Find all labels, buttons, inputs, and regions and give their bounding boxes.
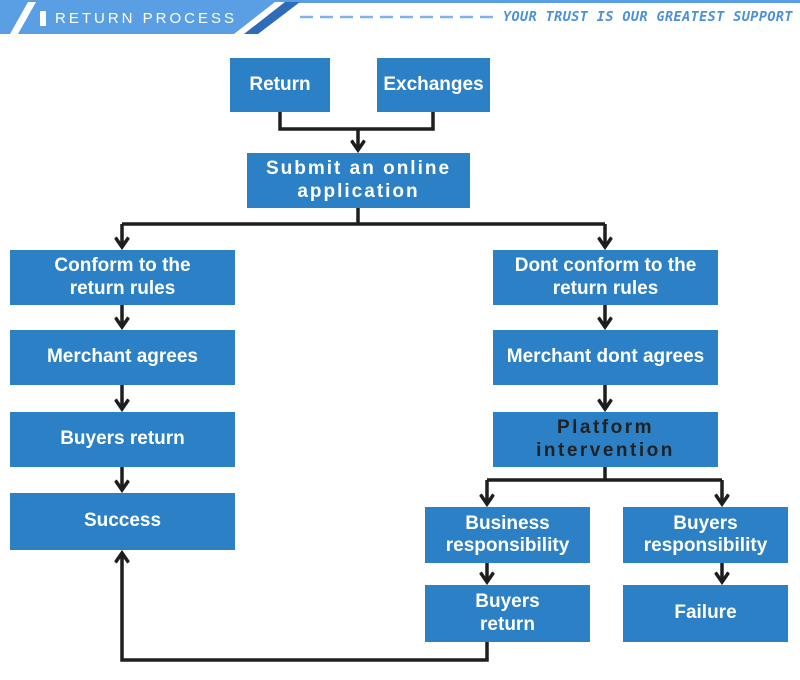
header-banner: [0, 2, 285, 34]
node-dont-conform-rules: Dont conform to the return rules: [493, 250, 718, 305]
node-failure: Failure: [623, 585, 788, 642]
node-return: Return: [230, 58, 330, 112]
node-merchant-dont-agrees: Merchant dont agrees: [493, 330, 718, 385]
node-merchant-agrees: Merchant agrees: [10, 330, 235, 385]
connector-feedback-to-success: [122, 553, 489, 662]
node-submit-application: Submit an online application: [247, 153, 470, 208]
connector-group: [122, 112, 722, 662]
node-buyers-return-2: Buyers return: [425, 585, 590, 642]
node-platform-intervention: Platform intervention: [493, 412, 718, 467]
node-exchanges: Exchanges: [377, 58, 490, 112]
title-bar-icon: [40, 10, 46, 26]
node-buyers-return: Buyers return: [10, 412, 235, 467]
node-conform-rules: Conform to the return rules: [10, 250, 235, 305]
header-title-group: RETURN PROCESS: [40, 2, 237, 34]
header-tagline: YOUR TRUST IS OUR GREATEST SUPPORT: [503, 9, 793, 25]
node-business-responsibility: Business responsibility: [425, 507, 590, 563]
connector-merge-return-exchanges: [278, 112, 435, 131]
header-top-line: [0, 0, 800, 3]
page-title: RETURN PROCESS: [55, 9, 238, 27]
node-success: Success: [10, 493, 235, 550]
node-buyers-responsibility: Buyers responsibility: [623, 507, 788, 563]
